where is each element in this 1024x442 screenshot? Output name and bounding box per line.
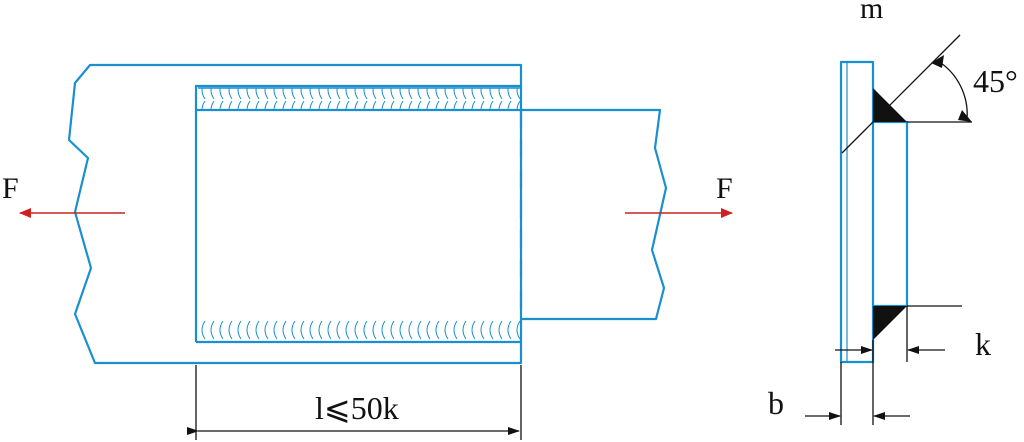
section-view: m 45° k b xyxy=(768,0,1018,425)
angle-arrowhead-top xyxy=(931,55,944,68)
angle-label: 45° xyxy=(973,63,1018,99)
thickness-label: b xyxy=(768,385,784,421)
fillet-weld-bottom xyxy=(873,306,907,340)
section-mark-label: m xyxy=(860,0,883,25)
section-plate-left xyxy=(839,60,875,364)
force-label-right: F xyxy=(716,172,733,205)
section-plate-right xyxy=(873,120,909,308)
length-label: l⩽50k xyxy=(315,390,399,426)
throat-plane-line xyxy=(841,34,961,154)
main-view: F F l⩽50k xyxy=(2,63,733,440)
overlap-outline xyxy=(194,84,521,319)
upper-plate xyxy=(521,108,668,321)
leg-size-label: k xyxy=(975,326,991,362)
force-label-left: F xyxy=(2,172,19,205)
angle-arc xyxy=(937,60,968,120)
angle-arrowhead-bottom xyxy=(958,110,972,122)
weld-bead-bottom xyxy=(194,319,521,344)
weld-bead-top xyxy=(198,87,521,109)
